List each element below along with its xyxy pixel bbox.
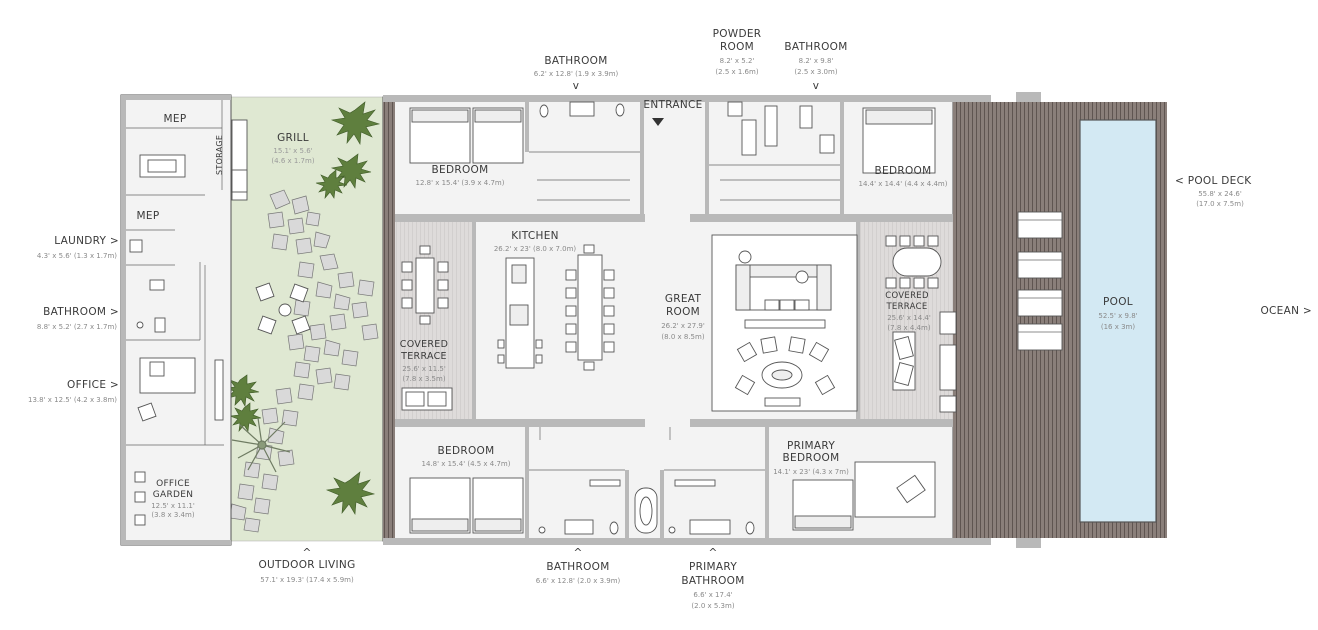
grill-label: GRILL bbox=[277, 132, 309, 144]
bedroom-sw-label: BEDROOM bbox=[438, 445, 495, 457]
bathroom-bottom-label: BATHROOM bbox=[546, 561, 609, 573]
bathroom-top-right-arrow: v bbox=[813, 80, 820, 92]
mep-top-label: MEP bbox=[164, 113, 187, 125]
great-room-label-1: GREAT bbox=[665, 293, 702, 305]
covered-terrace-w-dim-m: (7.8 x 3.5m) bbox=[402, 375, 445, 383]
laundry-dim: 4.3' x 5.6' (1.3 x 1.7m) bbox=[37, 252, 117, 260]
room-labels: MEP MEP STORAGE GRILL 15.1' x 5.6' (4.6 … bbox=[28, 28, 1312, 610]
covered-terrace-e-dim-ft: 25.6' x 14.4' bbox=[887, 314, 931, 322]
bathroom-top-dim: 6.2' x 12.8' (1.9 x 3.9m) bbox=[534, 70, 619, 78]
primary-bathroom-label-2: BATHROOM bbox=[681, 575, 744, 587]
pool-dim-m: (16 x 3m) bbox=[1101, 323, 1136, 331]
office-dim: 13.8' x 12.5' (4.2 x 3.8m) bbox=[28, 396, 117, 404]
great-room-label-2: ROOM bbox=[666, 306, 700, 318]
covered-terrace-e-label-2: TERRACE bbox=[885, 302, 927, 312]
outdoor-living-arrow: ^ bbox=[302, 547, 311, 559]
entrance-label: ENTRANCE bbox=[643, 99, 702, 111]
pool-deck-dim-m: (17.0 x 7.5m) bbox=[1196, 200, 1244, 208]
office-garden-dim-m: (3.8 x 3.4m) bbox=[151, 511, 194, 519]
grill-dim-m: (4.6 x 1.7m) bbox=[271, 157, 314, 165]
laundry-label: LAUNDRY > bbox=[54, 235, 119, 247]
covered-terrace-w-label-1: COVERED bbox=[400, 339, 448, 350]
primary-bathroom-dim-ft: 6.6' x 17.4' bbox=[693, 591, 732, 599]
powder-room-dim-ft: 8.2' x 5.2' bbox=[720, 57, 755, 65]
great-room-dim-m: (8.0 x 8.5m) bbox=[661, 333, 704, 341]
bathroom-top-right-dim-m: (2.5 x 3.0m) bbox=[794, 68, 837, 76]
pool-label: POOL bbox=[1103, 296, 1133, 308]
bathroom-top-label: BATHROOM bbox=[544, 55, 607, 67]
service-wing-walls bbox=[126, 100, 224, 446]
mep-lower-label: MEP bbox=[137, 210, 160, 222]
powder-room-label-1: POWDER bbox=[713, 28, 762, 40]
ocean-label: OCEAN > bbox=[1260, 305, 1312, 317]
pool-dim-ft: 52.5' x 9.8' bbox=[1098, 312, 1137, 320]
kitchen-dim: 26.2' x 23' (8.0 x 7.0m) bbox=[494, 245, 577, 253]
bathroom-bottom-arrow: ^ bbox=[573, 547, 582, 559]
garden-lounge-chairs bbox=[255, 282, 311, 335]
side-deck-west bbox=[383, 102, 395, 538]
bedroom-nw-dim: 12.8' x 15.4' (3.9 x 4.7m) bbox=[416, 179, 505, 187]
outdoor-living-label: OUTDOOR LIVING bbox=[258, 559, 355, 571]
primary-bedroom-label-2: BEDROOM bbox=[783, 452, 840, 464]
bathroom-top-right-label: BATHROOM bbox=[784, 41, 847, 53]
bathroom-top-right-dim-ft: 8.2' x 9.8' bbox=[799, 57, 834, 65]
primary-bedroom-dim: 14.1' x 23' (4.3 x 7m) bbox=[773, 468, 849, 476]
bedroom-ne-label: BEDROOM bbox=[875, 165, 932, 177]
kitchen-furniture bbox=[497, 244, 615, 371]
powder-room-dim-m: (2.5 x 1.6m) bbox=[715, 68, 758, 76]
office-garden-label-2: GARDEN bbox=[153, 490, 194, 500]
wall-lines bbox=[529, 151, 840, 471]
covered-terrace-e-dim-m: (7.8 x 4.4m) bbox=[887, 324, 930, 332]
sun-loungers bbox=[1017, 211, 1063, 351]
bathroom-top-arrow: v bbox=[573, 80, 580, 92]
outdoor-living-dim: 57.1' x 19.3' (17.4 x 5.9m) bbox=[260, 576, 354, 584]
storage-label: STORAGE bbox=[215, 135, 224, 175]
entrance-arrow-icon bbox=[652, 118, 664, 126]
grill-dim-ft: 15.1' x 5.6' bbox=[273, 147, 312, 155]
bedroom-ne-dim: 14.4' x 14.4' (4.4 x 4.4m) bbox=[859, 180, 948, 188]
covered-terrace-w-label-2: TERRACE bbox=[400, 351, 447, 362]
bathroom-left-dim: 8.8' x 5.2' (2.7 x 1.7m) bbox=[37, 323, 117, 331]
bathroom-bottom-dim: 6.6' x 12.8' (2.0 x 3.9m) bbox=[536, 577, 621, 585]
covered-terrace-w-dim-ft: 25.6' x 11.5' bbox=[402, 365, 446, 373]
pool bbox=[1079, 119, 1157, 523]
office-garden-dim-ft: 12.5' x 11.1' bbox=[151, 502, 195, 510]
beds bbox=[409, 107, 936, 534]
primary-bathroom-label-1: PRIMARY bbox=[689, 561, 737, 573]
great-room-dim-ft: 26.2' x 27.9' bbox=[661, 322, 705, 330]
primary-bedroom-label-1: PRIMARY bbox=[787, 440, 835, 452]
pool-deck-dim-ft: 55.8' x 24.6' bbox=[1198, 190, 1242, 198]
kitchen-label: KITCHEN bbox=[511, 230, 559, 242]
office-garden-label-1: OFFICE bbox=[156, 479, 190, 489]
pool-deck-label: < POOL DECK bbox=[1175, 175, 1252, 187]
powder-room-label-2: ROOM bbox=[720, 41, 754, 53]
bedroom-nw-label: BEDROOM bbox=[432, 164, 489, 176]
great-room-furniture bbox=[711, 234, 858, 412]
terrace-furniture bbox=[401, 235, 957, 413]
primary-bathroom-arrow: ^ bbox=[708, 547, 717, 559]
interior-walls bbox=[395, 102, 953, 538]
office-label: OFFICE > bbox=[67, 379, 119, 391]
bathroom-fixtures bbox=[538, 101, 835, 535]
covered-terrace-e-label-1: COVERED bbox=[885, 291, 929, 301]
bathroom-left-label: BATHROOM > bbox=[43, 306, 119, 318]
palm-tree bbox=[231, 417, 291, 473]
stepping-stones bbox=[229, 189, 379, 533]
primary-bathroom-dim-m: (2.0 x 5.3m) bbox=[691, 602, 734, 610]
bedroom-sw-dim: 14.8' x 15.4' (4.5 x 4.7m) bbox=[422, 460, 511, 468]
